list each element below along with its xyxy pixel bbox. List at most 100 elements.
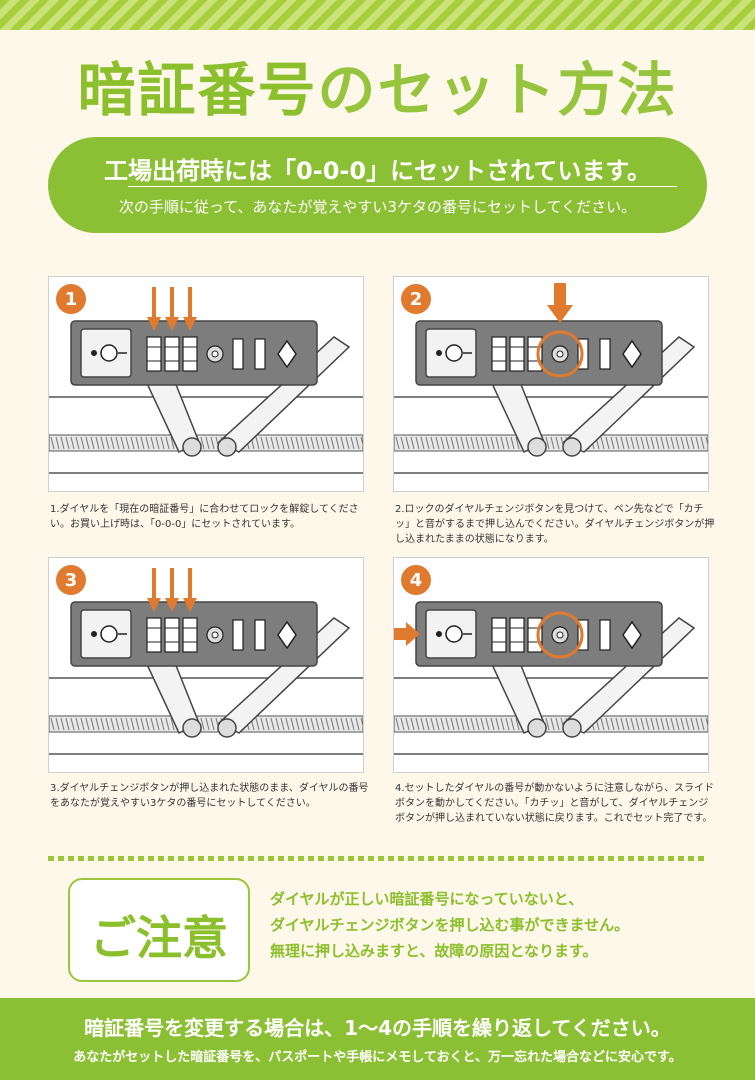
zipper-tooth xyxy=(455,717,460,731)
zipper-tooth xyxy=(140,436,145,450)
zipper-tooth xyxy=(275,436,280,450)
lock-illustration: 3 xyxy=(49,565,363,772)
dial-wheel xyxy=(491,336,507,372)
zipper-tooth xyxy=(700,717,705,731)
zipper-tooth xyxy=(660,717,665,731)
zipper-tooth xyxy=(670,717,675,731)
zipper-tooth xyxy=(155,717,160,731)
section-divider xyxy=(48,856,707,861)
lock-slot xyxy=(254,619,266,651)
zipper-tooth xyxy=(265,717,270,731)
zipper-tooth xyxy=(95,717,100,731)
zipper-tooth xyxy=(145,436,150,450)
zipper-tooth xyxy=(345,717,350,731)
zipper-tooth xyxy=(260,436,265,450)
lock-slot xyxy=(599,619,611,651)
zipper-tooth xyxy=(200,717,205,731)
zipper-tooth xyxy=(290,436,295,450)
zipper-tooth xyxy=(305,436,310,450)
zipper-tooth xyxy=(435,717,440,731)
zipper-tooth xyxy=(435,436,440,450)
zipper-tooth xyxy=(625,436,630,450)
zipper-tooth xyxy=(295,717,300,731)
zipper-tooth xyxy=(620,436,625,450)
zipper-tooth xyxy=(680,436,685,450)
zipper-tooth xyxy=(430,436,435,450)
zipper-tooth xyxy=(170,436,175,450)
zipper-tooth xyxy=(300,717,305,731)
lock-slot xyxy=(254,338,266,370)
zipper-tooth xyxy=(140,717,145,731)
zipper-tooth xyxy=(305,717,310,731)
zipper-tooth xyxy=(600,717,605,731)
page-title: 暗証番号のセット方法 xyxy=(0,55,755,125)
tsa-diamond-icon xyxy=(277,339,297,369)
step-number: 3 xyxy=(65,570,78,591)
dial-wheel-face xyxy=(182,336,198,372)
down-arrow-head xyxy=(183,317,197,331)
dial-wheel-face xyxy=(146,336,162,372)
title-part2: のセット方法 xyxy=(317,56,678,124)
dial-wheel xyxy=(182,336,198,372)
zipper-tooth xyxy=(80,436,85,450)
slide-dot xyxy=(436,631,442,637)
dial-change-button-center xyxy=(211,350,219,358)
zipper-tooth xyxy=(480,436,485,450)
zipper-tooth xyxy=(320,717,325,731)
zipper-tooth xyxy=(695,717,700,731)
zipper-tooth xyxy=(265,436,270,450)
zipper-tooth xyxy=(125,436,130,450)
zipper-tooth xyxy=(55,436,60,450)
slide-dot xyxy=(91,631,97,637)
zipper-tooth xyxy=(460,436,465,450)
zipper-tooth xyxy=(360,717,363,729)
zipper-tooth xyxy=(70,717,75,731)
zipper-tooth xyxy=(355,717,360,731)
title-part1: 暗証番号 xyxy=(77,56,318,124)
zipper-tooth xyxy=(475,436,480,450)
factory-setting-banner: 工場出荷時には「0-0-0」にセットされています。 次の手順に従って、あなたが覚… xyxy=(48,137,707,233)
step-number-badge: 3 xyxy=(56,565,86,595)
zipper-tooth xyxy=(680,717,685,731)
zipper-tooth xyxy=(700,436,705,450)
zipper-tooth xyxy=(460,717,465,731)
zipper-slider-left xyxy=(182,437,202,457)
zipper-tooth xyxy=(65,717,70,731)
zipper-tooth xyxy=(500,436,505,450)
zipper-tooth xyxy=(495,717,500,731)
zipper-tooth xyxy=(205,436,210,450)
zipper-tooth xyxy=(615,436,620,450)
zipper-track xyxy=(394,434,708,452)
down-arrow-head xyxy=(147,317,161,331)
zipper-tooth xyxy=(695,436,700,450)
step-2-caption: 2.ロックのダイヤルチェンジボタンを見つけて、ペン先などで「カチッ」と音がするま… xyxy=(395,504,715,545)
footer-heading: 暗証番号を変更する場合は、1～4の手順を繰り返してください。 xyxy=(84,1016,671,1040)
zipper-tooth xyxy=(455,436,460,450)
zipper-tooth xyxy=(55,717,60,731)
tsa-diamond-icon xyxy=(622,620,642,650)
zipper-tooth xyxy=(315,717,320,731)
zipper-tooth xyxy=(645,717,650,731)
zipper-tooth xyxy=(705,436,708,448)
dial-wheel xyxy=(146,336,162,372)
down-arrow-icon xyxy=(554,283,566,307)
step-number: 1 xyxy=(65,289,78,310)
zipper-tooth xyxy=(120,436,125,450)
zipper-tooth xyxy=(335,717,340,731)
zipper-tooth xyxy=(150,717,155,731)
zipper-tooth xyxy=(550,717,555,731)
step-badge-circle xyxy=(56,565,86,595)
zipper-tooth xyxy=(100,717,105,731)
zipper-tooth xyxy=(555,717,560,731)
zipper-tooth xyxy=(210,436,215,450)
banner-divider xyxy=(128,186,677,187)
highlight-circle-icon xyxy=(536,611,584,659)
step-2-illustration: 2 xyxy=(393,276,709,492)
zipper-tooth xyxy=(145,717,150,731)
dial-wheel xyxy=(491,617,507,653)
zipper-tooth xyxy=(450,436,455,450)
dial-wheel xyxy=(509,617,525,653)
zipper-tooth xyxy=(150,436,155,450)
caution-line-3: 無理に押し込みますと、故障の原因となります。 xyxy=(270,942,598,960)
lock-illustration: 4 xyxy=(394,565,708,772)
